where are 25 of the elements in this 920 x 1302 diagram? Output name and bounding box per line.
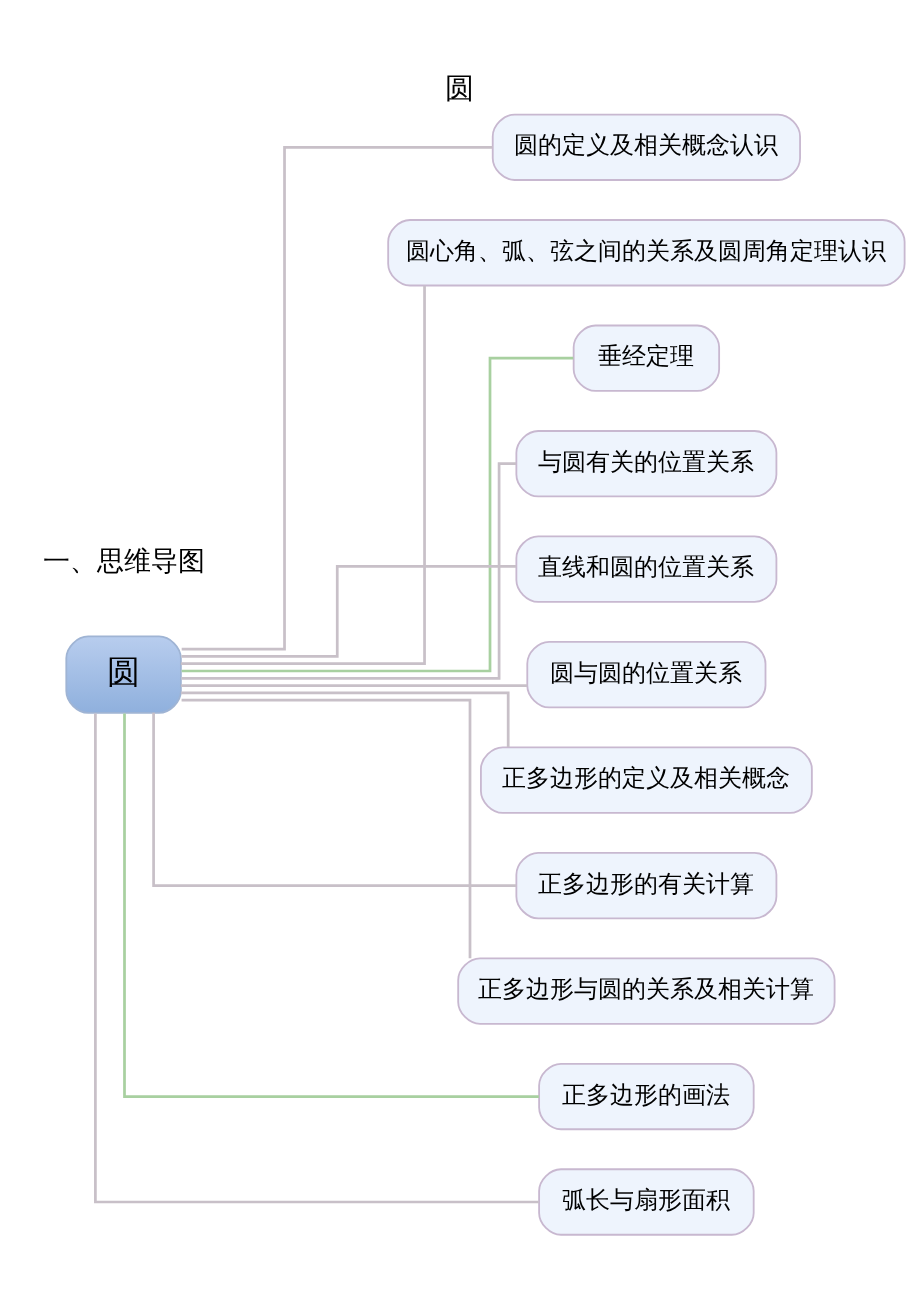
connector	[123, 713, 539, 1098]
node-box: 圆	[65, 635, 182, 714]
label: 一、思维导图	[42, 545, 205, 577]
node-box: 直线和圆的位置关系	[515, 535, 778, 603]
connector	[94, 713, 539, 1204]
node-box: 正多边形的有关计算	[515, 851, 778, 920]
node-box: 圆心角、弧、弦之间的关系及圆周角定理认识	[387, 219, 906, 287]
node-box: 垂经定理	[572, 324, 721, 392]
connector	[181, 684, 528, 687]
node-box: 正多边形的定义及相关概念	[480, 746, 813, 814]
connector	[181, 356, 574, 673]
connector	[181, 691, 510, 748]
node-box: 与圆有关的位置关系	[515, 430, 778, 498]
connector	[181, 145, 493, 651]
connector	[181, 462, 516, 680]
connector	[181, 565, 517, 658]
connector	[180, 285, 426, 666]
node-box: 正多边形与圆的关系及相关计算	[457, 957, 836, 1025]
connector	[152, 712, 517, 887]
node-box: 正多边形的画法	[538, 1062, 755, 1131]
node-box: 圆与圆的位置关系	[526, 641, 767, 709]
node-box: 弧长与扇形面积	[538, 1168, 755, 1236]
node-box: 圆的定义及相关概念认识	[491, 113, 801, 181]
connector	[181, 698, 472, 959]
diagram-title: 圆	[445, 70, 475, 105]
